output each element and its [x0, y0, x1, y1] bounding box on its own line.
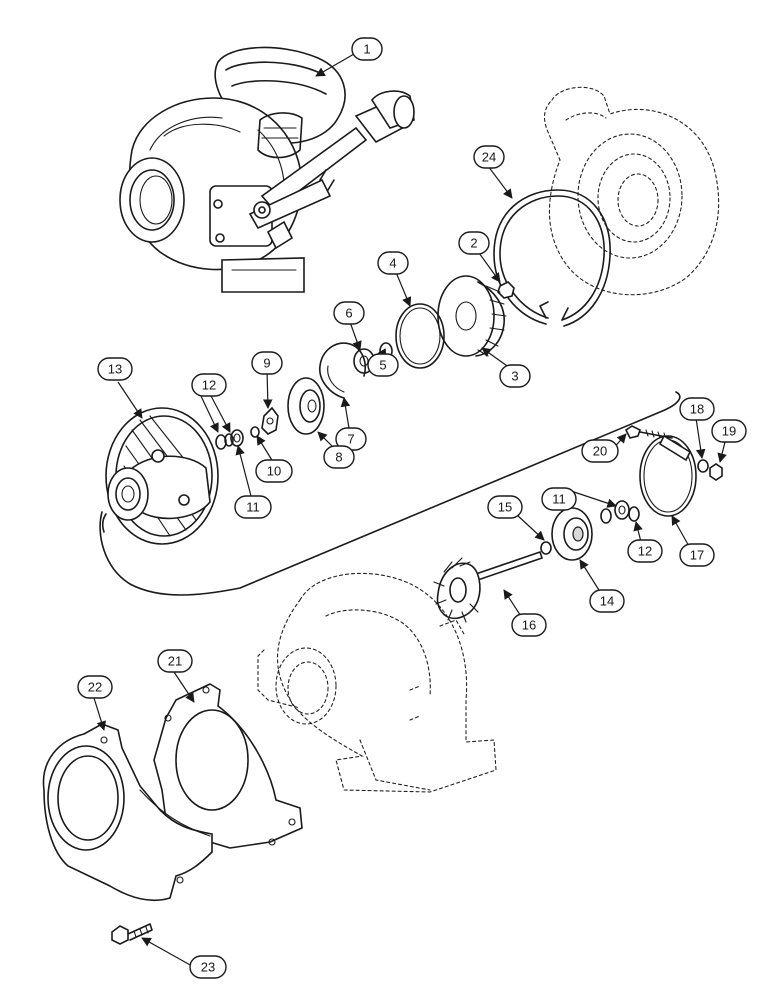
callout-21: 21 [157, 649, 193, 673]
heat-shield-14 [551, 507, 593, 561]
svg-text:14: 14 [600, 594, 614, 609]
callout-23: 23 [189, 955, 227, 979]
svg-text:4: 4 [389, 256, 396, 271]
callout-12: 12 [191, 373, 227, 397]
compressor-wheel-3 [437, 275, 507, 357]
svg-text:5: 5 [379, 358, 386, 373]
turbine-shaft-16 [433, 550, 544, 623]
svg-text:13: 13 [108, 362, 122, 377]
callout-16: 16 [511, 613, 547, 637]
callout-15: 15 [487, 495, 523, 519]
callout-11: 11 [234, 495, 272, 519]
nut-19 [709, 463, 723, 481]
snap-ring-24 [493, 189, 611, 327]
callout-19: 19 [711, 419, 747, 443]
leader-lines [93, 53, 727, 967]
svg-text:15: 15 [498, 500, 512, 515]
bolt-23 [111, 923, 153, 945]
svg-text:20: 20 [593, 444, 607, 459]
retaining-ring-12-right [600, 506, 640, 524]
assembly-guide-end [101, 513, 107, 533]
v-band-clamp-17 [639, 434, 697, 517]
callout-24: 24 [473, 145, 505, 169]
callout-11-right: 11 [541, 487, 577, 511]
callout-20: 20 [581, 439, 619, 463]
svg-text:2: 2 [470, 236, 477, 251]
svg-text:8: 8 [335, 450, 342, 465]
svg-text:16: 16 [522, 618, 536, 633]
svg-text:23: 23 [201, 960, 215, 975]
svg-text:1: 1 [363, 42, 370, 57]
callout-1: 1 [351, 37, 383, 61]
callout-18: 18 [679, 397, 715, 421]
svg-text:3: 3 [511, 369, 518, 384]
callout-4: 4 [377, 251, 409, 275]
center-housing-13 [105, 407, 219, 545]
thrust-bearing-9 [261, 406, 279, 435]
svg-text:7: 7 [347, 432, 354, 447]
ring-10 [250, 426, 260, 438]
svg-text:6: 6 [345, 306, 352, 321]
seal-ring-15 [540, 541, 552, 555]
callout-22: 22 [77, 675, 113, 699]
compressor-housing-outline [543, 86, 720, 296]
callout-5: 5 [367, 353, 399, 377]
turbocharger-assembly [119, 46, 415, 293]
svg-text:21: 21 [168, 654, 182, 669]
callout-17: 17 [679, 543, 715, 567]
callout-14: 14 [589, 589, 625, 613]
svg-text:11: 11 [552, 492, 566, 507]
callouts: 1 24 2 3 4 5 6 7 8 9 10 11 12 13 14 15 1… [77, 37, 747, 979]
nut-2 [497, 281, 515, 299]
exhaust-outlet-22 [42, 723, 213, 902]
svg-text:12: 12 [202, 378, 216, 393]
callout-8: 8 [323, 445, 355, 469]
svg-text:9: 9 [263, 356, 270, 371]
callout-12-right: 12 [627, 539, 663, 563]
callout-13: 13 [97, 357, 133, 381]
callout-10: 10 [255, 459, 293, 483]
svg-text:17: 17 [690, 548, 704, 563]
svg-text:11: 11 [246, 500, 260, 515]
thrust-plate-8 [287, 377, 325, 435]
callout-3: 3 [499, 364, 531, 388]
svg-text:10: 10 [267, 464, 281, 479]
svg-text:18: 18 [690, 402, 704, 417]
svg-text:19: 19 [722, 424, 736, 439]
seal-ring-4 [395, 303, 445, 369]
journal-bearing-11-right [614, 500, 630, 520]
assembly-guide-line [99, 391, 681, 596]
turbine-housing-outline [257, 572, 497, 793]
svg-text:22: 22 [88, 680, 102, 695]
callout-2: 2 [458, 231, 490, 255]
retaining-ring-12 [215, 433, 234, 450]
retaining-ring-7 [319, 342, 366, 399]
callout-6: 6 [333, 301, 365, 325]
callout-9: 9 [251, 351, 283, 375]
washer-18 [697, 459, 709, 473]
svg-text:12: 12 [638, 544, 652, 559]
svg-text:24: 24 [482, 150, 496, 165]
